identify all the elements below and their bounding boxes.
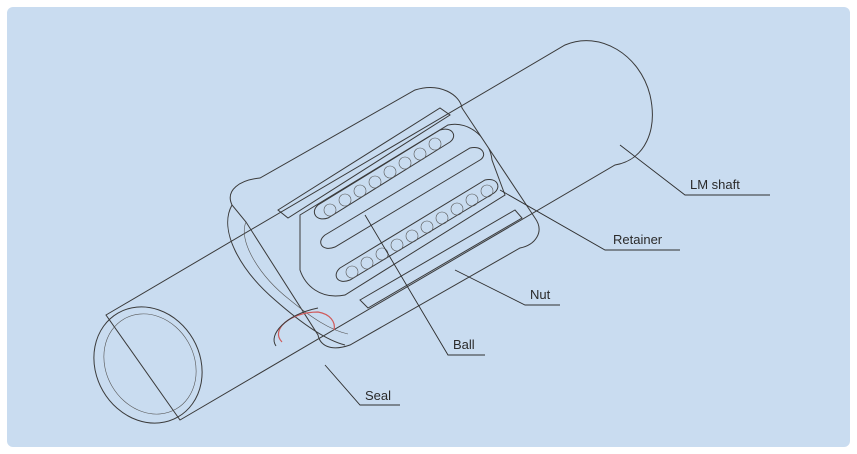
seal-ring bbox=[277, 311, 335, 343]
nut-slit-top bbox=[277, 107, 451, 219]
lm-shaft bbox=[93, 40, 653, 424]
ball bbox=[383, 165, 397, 179]
leader-retainer bbox=[499, 189, 680, 251]
leader-nut bbox=[454, 269, 560, 306]
ball bbox=[405, 229, 419, 243]
label-seal: Seal bbox=[365, 388, 391, 403]
nut-sleeve bbox=[229, 87, 540, 349]
leader-lm-shaft bbox=[619, 144, 770, 196]
ball bbox=[413, 147, 427, 161]
ball bbox=[368, 175, 382, 189]
leader-seal bbox=[324, 364, 400, 406]
ball bbox=[480, 184, 494, 198]
balls bbox=[323, 137, 494, 279]
ball bbox=[435, 211, 449, 225]
nut-slit-right bbox=[359, 209, 523, 309]
ball bbox=[398, 156, 412, 170]
lm-shaft-end-face bbox=[93, 306, 203, 424]
ball bbox=[465, 193, 479, 207]
label-lm-shaft: LM shaft bbox=[690, 177, 740, 192]
ball bbox=[428, 137, 442, 151]
leader-ball bbox=[364, 214, 485, 356]
ball bbox=[420, 220, 434, 234]
leader-lines bbox=[324, 144, 770, 406]
lm-shaft-body bbox=[105, 40, 653, 421]
ball bbox=[390, 238, 404, 252]
lm-shaft-end-face-inner bbox=[103, 313, 197, 415]
label-retainer: Retainer bbox=[613, 232, 663, 247]
ball bbox=[375, 247, 389, 261]
ball bbox=[360, 256, 374, 270]
ball bbox=[323, 203, 337, 217]
seal bbox=[273, 307, 335, 347]
ball bbox=[450, 202, 464, 216]
ball bbox=[338, 193, 352, 207]
nut bbox=[227, 87, 540, 349]
ball bbox=[353, 184, 367, 198]
retainer-window bbox=[299, 123, 506, 297]
ball bbox=[345, 265, 359, 279]
nut-left-ring bbox=[227, 204, 346, 346]
retainer bbox=[299, 123, 506, 297]
label-ball: Ball bbox=[453, 337, 475, 352]
label-nut: Nut bbox=[530, 287, 551, 302]
